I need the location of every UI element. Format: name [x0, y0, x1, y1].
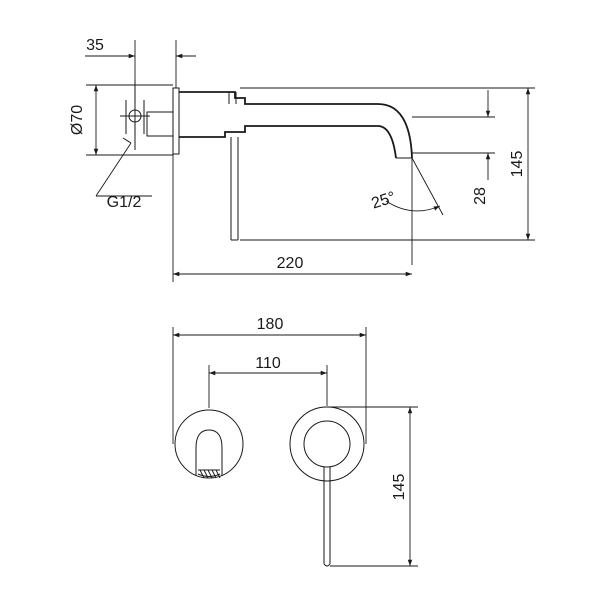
dim-outer-width: 180: [172, 316, 367, 444]
label-145-front: 145: [391, 474, 408, 501]
label-220: 220: [277, 255, 304, 272]
label-25-deg: 25°: [369, 189, 397, 213]
front-view: 180 110 145: [172, 316, 418, 567]
label-180: 180: [257, 316, 284, 333]
label-o70: Ø70: [69, 105, 86, 135]
dim-flange-diameter: Ø70: [69, 84, 173, 156]
aerator-mesh: [199, 469, 221, 479]
dim-flange-depth: 35: [85, 37, 196, 88]
dim-spout-drop: 28: [412, 90, 495, 205]
dim-total-height: 145: [240, 87, 535, 241]
dim-spout-angle: 25°: [369, 157, 444, 265]
side-view: 35 Ø70 G1/2 145 28: [69, 37, 535, 282]
spout: [179, 91, 413, 159]
dim-spout-reach: 220: [172, 154, 412, 282]
dim-thread-leader: G1/2: [95, 142, 152, 211]
dim-center-distance: 110: [208, 355, 328, 408]
label-35: 35: [86, 37, 104, 54]
mixer-flange: [289, 406, 365, 567]
handle-stem: [146, 111, 174, 137]
cross-handle: [120, 80, 150, 150]
label-145-side: 145: [509, 151, 526, 178]
label-110: 110: [255, 355, 281, 372]
mixer-rod: [230, 137, 239, 241]
label-g12: G1/2: [107, 194, 142, 211]
spout-flange: [174, 409, 244, 479]
dim-height: 145: [327, 406, 418, 567]
label-28: 28: [472, 187, 489, 205]
wall-flange: [172, 87, 180, 155]
